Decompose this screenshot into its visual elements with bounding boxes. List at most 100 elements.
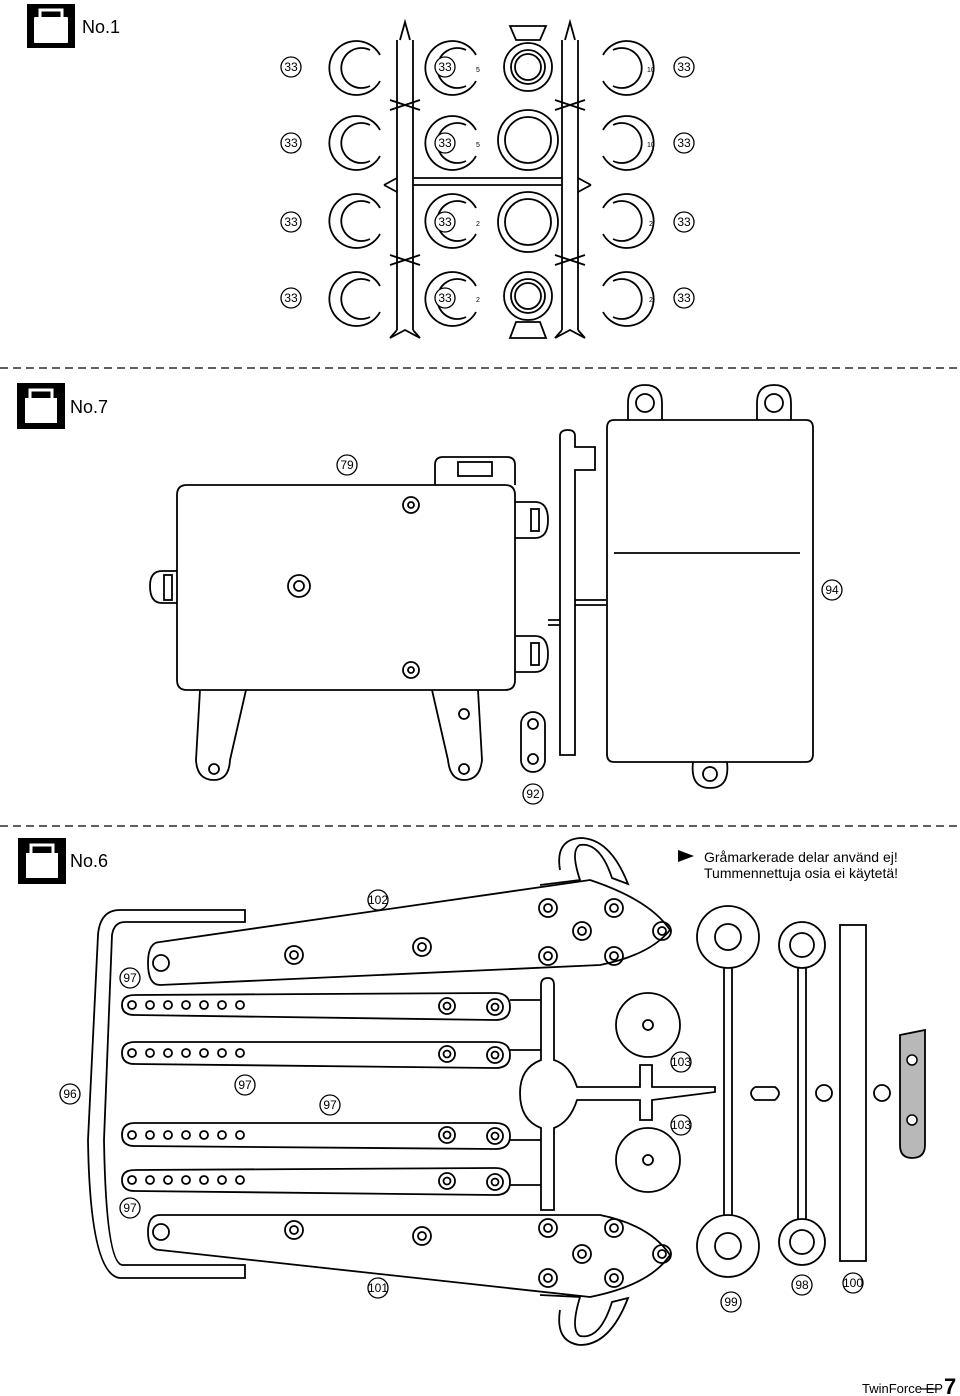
bag-label: No.7	[70, 397, 108, 417]
bag-icon	[17, 383, 65, 429]
svg-text:33: 33	[677, 215, 691, 229]
part-number-marker: 33	[434, 56, 456, 78]
part-number-marker: 33	[434, 287, 456, 309]
gate-mark: 2	[476, 297, 480, 304]
part-number-marker: 33	[434, 132, 456, 154]
sprue-runner	[510, 977, 716, 1211]
gate-mark: 2	[649, 221, 653, 228]
part-number-marker: 33	[673, 132, 695, 154]
disc	[615, 1127, 681, 1193]
svg-text:33: 33	[284, 215, 298, 229]
servo-plate	[149, 456, 549, 781]
svg-text:102: 102	[368, 893, 388, 907]
bushing-ring	[497, 191, 559, 253]
svg-text:33: 33	[438, 60, 452, 74]
svg-text:97: 97	[323, 1098, 337, 1112]
bag-label: No.6	[70, 851, 108, 871]
spacer-ring	[815, 1084, 833, 1102]
svg-text:103: 103	[671, 1118, 691, 1132]
svg-text:33: 33	[438, 291, 452, 305]
svg-text:94: 94	[825, 583, 839, 597]
svg-text:103: 103	[671, 1055, 691, 1069]
part-number-marker: 33	[280, 132, 302, 154]
part-number-marker: 33	[673, 211, 695, 233]
svg-text:33: 33	[438, 215, 452, 229]
page-number: 7	[944, 1374, 956, 1396]
part-number-marker: 92	[522, 783, 544, 805]
svg-text:99: 99	[724, 1295, 738, 1309]
sprue-runner	[548, 429, 606, 756]
lower-arm	[147, 1214, 672, 1346]
arrow-right-icon	[678, 850, 694, 862]
svg-text:97: 97	[238, 1078, 252, 1092]
gate-mark: 10	[647, 67, 655, 74]
link-bar	[121, 1122, 511, 1150]
short-link	[520, 711, 546, 773]
unused-bracket-shaded	[899, 1028, 926, 1159]
part-number-marker: 33	[280, 56, 302, 78]
svg-text:33: 33	[438, 136, 452, 150]
svg-text:97: 97	[123, 971, 137, 985]
section-no7: No.7	[17, 383, 843, 805]
link-bar	[121, 1041, 511, 1069]
svg-text:101: 101	[368, 1281, 388, 1295]
link-bar	[121, 992, 511, 1021]
svg-text:33: 33	[284, 136, 298, 150]
section-no6: No.6 Gråmarkerade delar använd ej! Tumme…	[18, 837, 926, 1346]
c-ring	[328, 40, 381, 96]
c-ring	[328, 193, 381, 249]
disc	[615, 992, 681, 1058]
spacer-bar	[750, 1086, 780, 1101]
part-number-marker: 33	[673, 56, 695, 78]
flat-strip	[839, 924, 867, 1262]
bushing-ring	[503, 271, 553, 339]
part-number-marker: 98	[791, 1274, 813, 1296]
part-number-marker: 33	[673, 287, 695, 309]
part-number-marker: 33	[434, 211, 456, 233]
part-number-marker: 33	[280, 287, 302, 309]
link-bar	[121, 1167, 511, 1196]
part-number-marker: 101	[367, 1277, 389, 1299]
note: Gråmarkerade delar använd ej! Tummennett…	[678, 849, 898, 881]
gate-mark: 5	[476, 67, 480, 74]
bushing-ring	[503, 25, 553, 92]
short-rod	[778, 921, 826, 1266]
section-no1: No.1	[27, 4, 695, 339]
upper-arm	[147, 837, 672, 986]
part-number-marker: 97	[119, 1197, 141, 1219]
note-line2: Tummennettuja osia ei käytetä!	[704, 865, 898, 881]
c-ring	[602, 40, 655, 96]
long-rod	[696, 905, 760, 1278]
part-number-marker: 103	[670, 1051, 692, 1073]
part-number-marker: 100	[842, 1272, 864, 1294]
bag-label: No.1	[82, 17, 120, 37]
gate-mark: 5	[476, 142, 480, 149]
c-ring	[328, 115, 381, 171]
note-line1: Gråmarkerade delar använd ej!	[704, 849, 898, 865]
spacer-ring	[873, 1084, 891, 1102]
outer-frame-runner	[87, 909, 246, 1279]
sprue-runner	[383, 18, 592, 339]
part-number-marker: 97	[319, 1094, 341, 1116]
sprue-no1	[328, 18, 655, 339]
part-number-marker: 96	[59, 1083, 81, 1105]
bag-icon	[27, 4, 75, 48]
c-ring	[602, 193, 655, 249]
svg-text:33: 33	[284, 291, 298, 305]
svg-text:79: 79	[340, 458, 354, 472]
part-number-marker: 103	[670, 1114, 692, 1136]
c-ring	[602, 271, 655, 327]
bag-icon	[18, 838, 66, 884]
svg-text:33: 33	[677, 60, 691, 74]
part-number-marker: 97	[234, 1074, 256, 1096]
gate-mark: 2	[649, 297, 653, 304]
svg-text:92: 92	[526, 787, 540, 801]
part-number-marker: 102	[367, 889, 389, 911]
footer-title: TwinForce EP	[862, 1381, 943, 1396]
part-number-marker: 97	[119, 967, 141, 989]
svg-text:33: 33	[284, 60, 298, 74]
part-number-marker: 79	[336, 454, 358, 476]
bushing-ring	[497, 109, 559, 171]
gate-mark: 10	[647, 142, 655, 149]
